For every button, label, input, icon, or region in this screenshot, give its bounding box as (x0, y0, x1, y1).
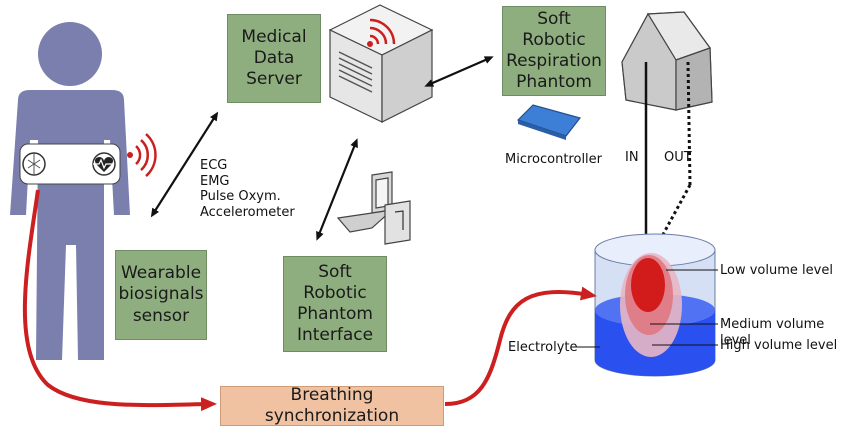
electrolyte-label: Electrolyte (508, 340, 578, 355)
sensor-cylinder (594, 233, 716, 377)
soft-robot-dome (621, 11, 713, 111)
server-cube (328, 4, 434, 123)
heart-icon (95, 157, 113, 172)
balloon-low (631, 258, 665, 312)
leader-lines (575, 269, 718, 348)
microcontroller-label: Microcontroller (505, 152, 603, 167)
chest-strap (19, 143, 121, 185)
wearable-biosignals-sensor-box: Wearable biosignals sensor (115, 250, 207, 340)
medical-data-server-box: Medical Data Server (227, 14, 321, 103)
person-figure (10, 22, 130, 360)
arrow-sync-phantom (444, 286, 597, 406)
out-tube (686, 61, 692, 186)
wifi-icon (127, 133, 157, 177)
breathing-synchronization-box: Breathing synchronization (220, 385, 444, 426)
in-label: IN (625, 150, 639, 165)
low-volume-label: Low volume level (720, 263, 833, 278)
arrow-strap-sync (22, 189, 217, 412)
arrow-interface-server (316, 138, 358, 241)
laptop-icon (336, 171, 411, 245)
soft-robotic-respiration-phantom-box: Soft Robotic Respiration Phantom (502, 6, 606, 96)
arrow-sensor-server (150, 111, 219, 218)
microcontroller-board (516, 104, 582, 140)
soft-robotic-phantom-interface-box: Soft Robotic Phantom Interface (283, 256, 387, 352)
server-wifi-icon (367, 18, 396, 47)
signal-list-label: ECG EMG Pulse Oxym. Accelerometer (200, 158, 295, 220)
medium-volume-label: Medium volume level (720, 317, 825, 348)
arrow-server-phantom (424, 56, 494, 87)
out-label: OUT (664, 150, 692, 165)
high-volume-label: High volume level (720, 338, 838, 353)
